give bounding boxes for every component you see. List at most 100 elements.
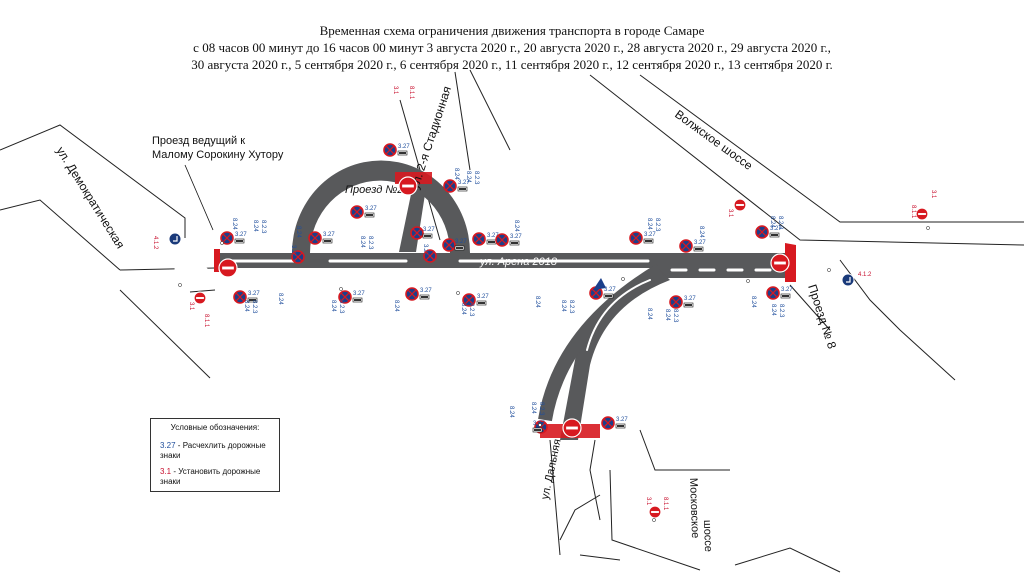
code-3-27: 3.27: [770, 226, 782, 232]
code-8-24: 8.24: [231, 218, 237, 230]
code-red-sign: 8.1.1: [662, 497, 668, 511]
code-8-24: 8.24: [664, 309, 670, 321]
no-stopping-sign-icon: [679, 239, 693, 253]
no-entry-sign-icon: [398, 176, 418, 196]
code-3-27: 3.27: [398, 144, 410, 150]
code-3-27: 3.27: [323, 232, 335, 238]
no-stopping-sign-icon: [669, 295, 683, 309]
legend: Условные обозначения: 3.27 - Расчехлить …: [150, 418, 280, 492]
code-8-2-3: 8.2.3: [654, 218, 660, 232]
code-8-2-3: 8.2.3: [672, 309, 678, 323]
code-3-27: 3.27: [477, 294, 489, 300]
code-8-24: 8.24: [460, 303, 466, 315]
post-marker-icon: [538, 423, 542, 427]
street-outlines: [0, 69, 1024, 573]
post-marker-icon: [339, 287, 343, 291]
code-red-sign: 8.1.1: [408, 86, 414, 100]
no-stopping-sign-icon: [220, 231, 234, 245]
keep-left-sign-icon: [168, 232, 182, 246]
code-8-2-3: 8.2.3: [777, 216, 783, 230]
no-stopping-sign-icon: [233, 290, 247, 304]
no-stopping-sign-icon: [601, 416, 615, 430]
code-red-sign: 8.1.1: [203, 314, 209, 328]
no-stopping-sign-icon: [472, 232, 486, 246]
legend-code-3-1: 3.1: [160, 467, 172, 476]
code-3-27: 3.27: [510, 234, 522, 240]
code-8-24: 8.24: [330, 300, 336, 312]
no-stopping-sign-icon: [383, 143, 397, 157]
code-8-2-3: 8.2.3: [468, 303, 474, 317]
code-3-27: 3.27: [422, 244, 428, 256]
code-3-27: 3.27: [353, 291, 365, 297]
street-label-moskovskoe-1: Московское: [687, 478, 701, 539]
label-sorokin-2: Малому Сорокину Хутору: [152, 149, 284, 161]
code-8-24: 8.24: [252, 220, 258, 232]
code-8-24: 8.24: [465, 171, 471, 183]
code-3-27: 3.27: [616, 417, 628, 423]
code-8-2-3: 8.2.3: [251, 300, 257, 314]
code-8-2-3: 8.2.3: [778, 304, 784, 318]
keep-left-sign-icon: [841, 273, 855, 287]
code-3-27: 3.27: [604, 287, 616, 293]
code-8-24: 8.24: [453, 168, 459, 180]
road-stadionnaya: [399, 175, 428, 252]
no-stopping-sign-icon: [350, 205, 364, 219]
code-3-27: 3.27: [420, 288, 432, 294]
code-8-2-3: 8.2.3: [538, 402, 544, 416]
post-marker-icon: [926, 226, 930, 230]
code-8-24: 8.24: [295, 226, 301, 238]
no-stopping-sign-icon: [338, 290, 352, 304]
lane-markings: [174, 259, 772, 351]
code-8-24: 8.24: [698, 226, 704, 238]
code-8-2-3: 8.2.3: [260, 220, 266, 234]
legend-title: Условные обозначения:: [170, 423, 260, 432]
street-label-arena: ул. Арена 2018: [479, 256, 558, 268]
post-marker-icon: [746, 279, 750, 283]
no-stopping-sign-icon: [442, 238, 456, 252]
code-8-24: 8.24: [646, 218, 652, 230]
code-8-24: 8.24: [560, 300, 566, 312]
code-8-2-3: 8.2.3: [568, 300, 574, 314]
no-stopping-sign-icon: [443, 179, 457, 193]
code-3-27: 3.27: [248, 291, 260, 297]
no-entry-sign-icon: [193, 291, 207, 305]
no-stopping-sign-icon: [629, 231, 643, 245]
legend-row-install: 3.1 - Установить дорожные знаки: [160, 467, 274, 487]
no-entry-sign-icon: [915, 207, 929, 221]
no-stopping-sign-icon: [410, 226, 424, 240]
no-entry-sign-icon: [648, 505, 662, 519]
post-marker-icon: [178, 283, 182, 287]
street-label-volzhskoe: Волжское шоссе: [672, 107, 755, 173]
no-stopping-sign-icon: [291, 250, 305, 264]
code-8-24: 8.24: [277, 293, 283, 305]
code-3-27: 3.27: [365, 206, 377, 212]
closure-east: [785, 243, 796, 282]
code-red-sign: 3.1: [392, 86, 398, 95]
sorokin-leader-line: [184, 164, 214, 231]
code-8-24: 8.24: [513, 220, 519, 232]
street-label-moskovskoe-2: шоссе: [701, 520, 714, 552]
legend-text-install: - Установить дорожные знаки: [160, 467, 261, 486]
code-8-2-3: 8.2.3: [473, 171, 479, 185]
code-8-24: 8.24: [530, 402, 536, 414]
no-stopping-sign-icon: [462, 293, 476, 307]
no-stopping-sign-icon: [495, 233, 509, 247]
code-4-1-2-west: 4.1.2: [152, 236, 158, 250]
street-label-demokraticheskaya: ул. Демократическая: [53, 144, 127, 251]
map-title: Временная схема ограничения движения тра…: [0, 22, 1024, 73]
code-3-27: 3.27: [684, 296, 696, 302]
code-8-24: 8.24: [359, 236, 365, 248]
legend-text-uncover: - Расчехлить дорожные знаки: [160, 441, 266, 460]
code-red-sign: 3.1: [188, 302, 194, 311]
no-stopping-sign-icon: [755, 225, 769, 239]
no-entry-sign-icon: [733, 198, 747, 212]
post-marker-icon: [827, 268, 831, 272]
no-stopping-sign-icon: [423, 249, 437, 263]
post-marker-icon: [220, 241, 224, 245]
legend-code-3-27: 3.27: [160, 441, 176, 450]
street-label-dalnyaya: ул. Дальняя: [539, 438, 564, 501]
code-3-27: 3.27: [644, 232, 656, 238]
code-3-27: 3.27: [781, 287, 793, 293]
